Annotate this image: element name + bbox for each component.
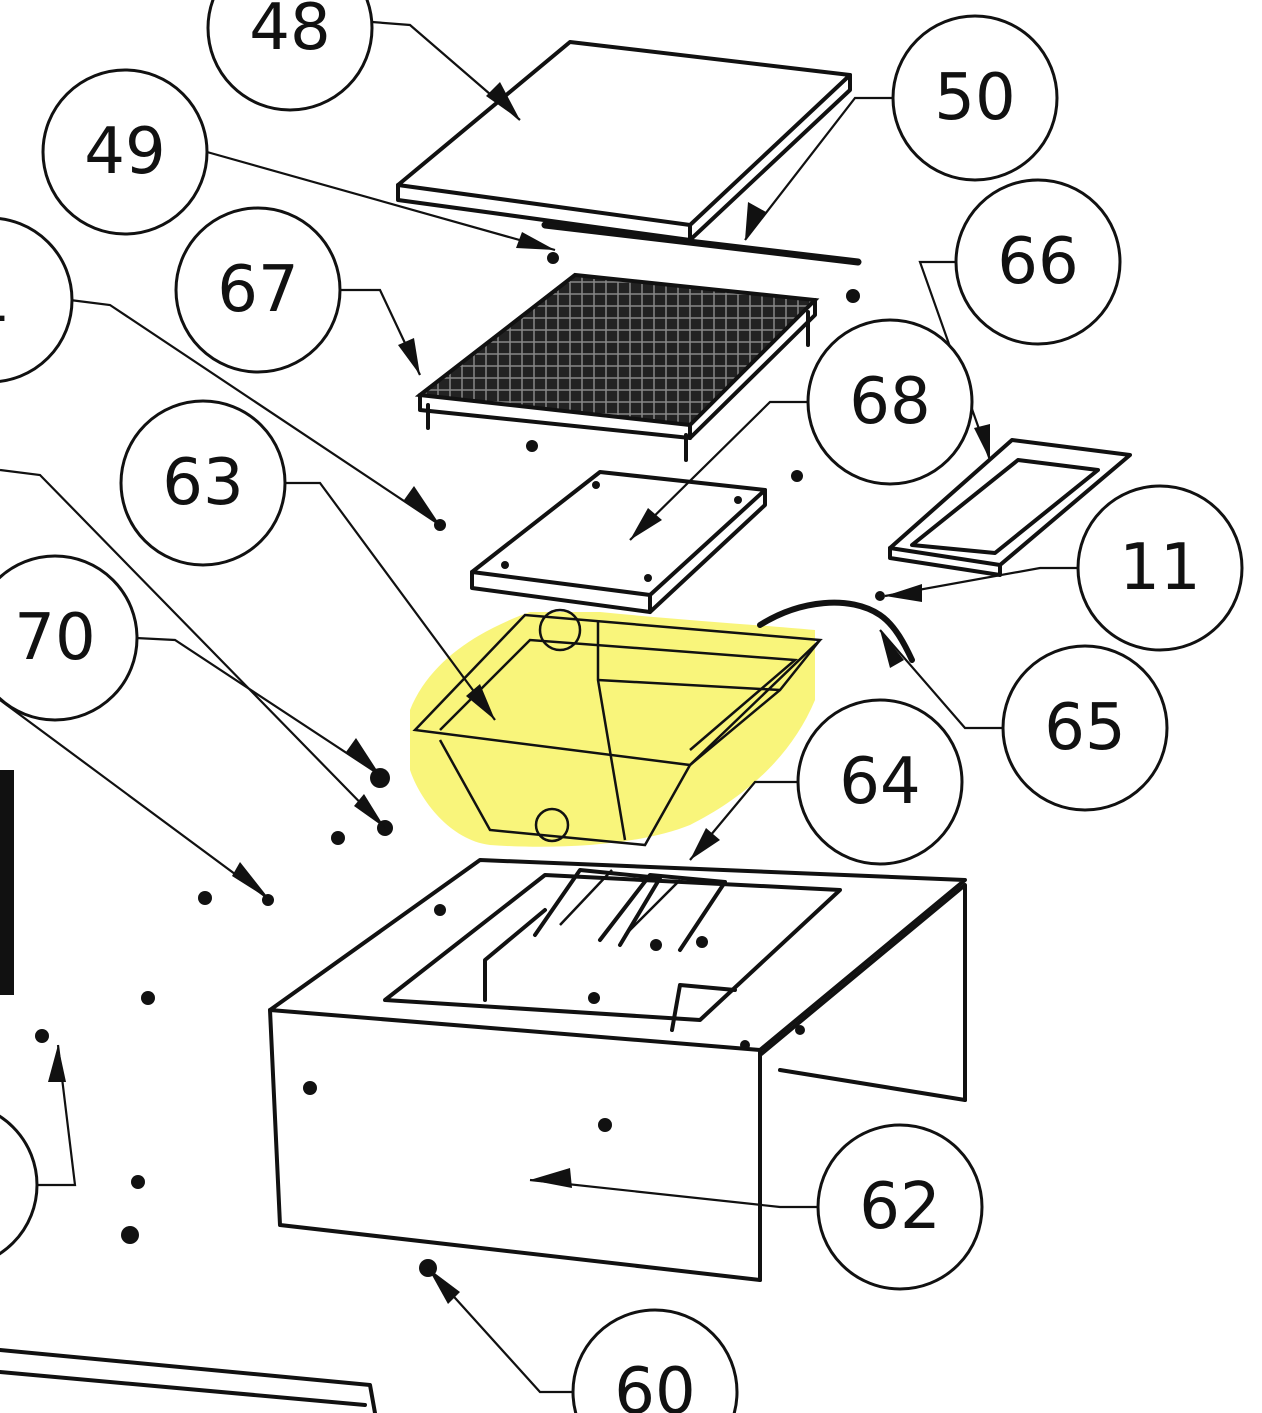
callout-48-label: 48 [249, 0, 330, 65]
callout-partial-bottom-left [0, 1114, 39, 1256]
fasteners [35, 252, 885, 1277]
callout-67[interactable]: 67 [174, 206, 342, 374]
part-65-hose[interactable] [757, 599, 915, 663]
callout-62[interactable]: 62 [816, 1123, 984, 1291]
part-68-plate[interactable] [470, 470, 767, 614]
part-50-rod[interactable] [541, 221, 862, 266]
part-63-highlight [410, 612, 815, 847]
callout-68-label: 68 [849, 365, 930, 439]
callout-60-label: 60 [614, 1355, 695, 1413]
callout-60[interactable]: 60 [571, 1308, 739, 1413]
callout-64-label: 64 [839, 745, 920, 819]
callout-50-label: 50 [934, 61, 1015, 135]
callout-63-label: 63 [162, 446, 243, 520]
callout-63[interactable]: 63 [119, 399, 287, 567]
callout-66[interactable]: 66 [954, 178, 1122, 346]
callout-70-label: 70 [14, 601, 95, 675]
callout-65-label: 65 [1044, 691, 1125, 765]
left-edge-part [0, 770, 14, 995]
callout-11-label: 11 [1119, 531, 1200, 605]
callout-70[interactable]: 70 [0, 554, 139, 722]
callout-62-label: 62 [859, 1170, 940, 1244]
callout-50[interactable]: 50 [891, 14, 1059, 182]
part-62-base[interactable] [268, 858, 967, 1282]
callout-11[interactable]: 11 [1076, 484, 1244, 652]
part-63-box[interactable] [412, 608, 823, 847]
callout-49[interactable]: 49 [41, 68, 209, 236]
part-48-lid[interactable] [396, 40, 852, 242]
callout-67-label: 67 [217, 253, 298, 327]
callout-68[interactable]: 68 [806, 318, 974, 486]
part-60-bar[interactable] [0, 1348, 377, 1413]
callout-48[interactable]: 48 [206, 0, 374, 112]
part-66-frame[interactable] [888, 438, 1132, 577]
callout-64[interactable]: 64 [796, 698, 964, 866]
part-67-grate[interactable] [414, 272, 820, 462]
callout-66-label: 66 [997, 225, 1078, 299]
callout-49-label: 49 [84, 115, 165, 189]
callout-65[interactable]: 65 [1001, 644, 1169, 812]
arrowheads [48, 82, 990, 1304]
callout-1-label: 1 [0, 263, 10, 337]
callout-1[interactable]: 1 [0, 217, 74, 383]
leader-lines [0, 20, 1080, 1394]
